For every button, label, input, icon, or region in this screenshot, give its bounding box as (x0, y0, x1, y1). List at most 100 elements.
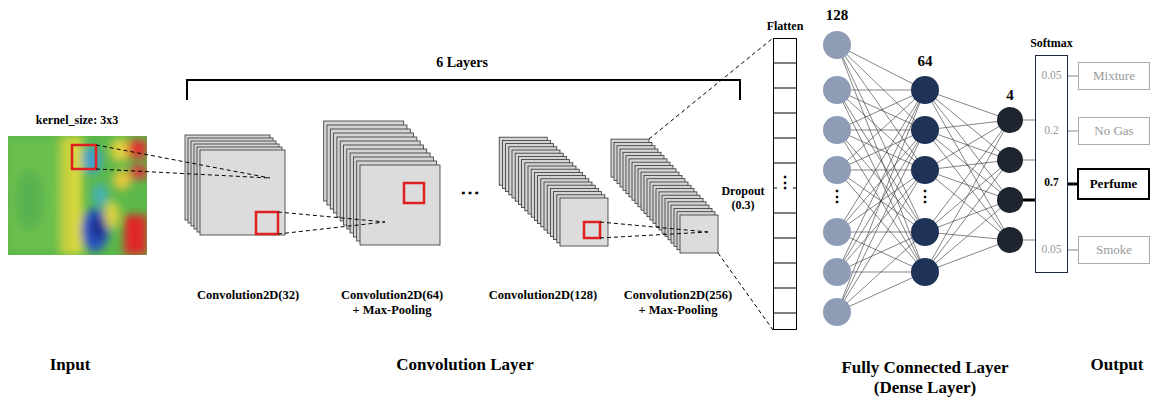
label: Convolution2D(128) (489, 288, 597, 303)
dense-link (837, 130, 925, 312)
flatten-cell (773, 138, 797, 139)
dense-link (925, 160, 1010, 272)
flatten-cell (773, 113, 797, 114)
label: ⋮ (915, 189, 935, 205)
label: 6 Layers (436, 55, 488, 72)
neuron (823, 298, 851, 326)
node-text: Smoke (1096, 242, 1132, 258)
neuron (823, 258, 851, 286)
kernel-squares (72, 145, 600, 238)
feature-map (680, 215, 718, 253)
connector (1068, 184, 1077, 185)
neuron (911, 76, 939, 104)
neuron (823, 76, 851, 104)
dense-link (837, 45, 925, 90)
neuron (997, 107, 1023, 133)
connector (1068, 131, 1078, 132)
label: Convolution Layer (396, 355, 533, 375)
neuron (823, 218, 851, 246)
dense-link (925, 130, 1010, 240)
neuron (911, 218, 939, 246)
neuron (997, 187, 1023, 213)
output-box: Perfume (1077, 168, 1150, 200)
column-box: Softmax0.050.20.70.05 (1035, 55, 1068, 273)
flatten-cells (773, 63, 797, 313)
connector (1068, 76, 1078, 77)
output-box: Mixture (1078, 62, 1150, 90)
flatten-cell (773, 63, 797, 64)
dense-link (837, 130, 925, 170)
node-text: ⋮ (777, 175, 793, 191)
label: 128 (826, 6, 849, 24)
neuron (997, 147, 1023, 173)
feature-map (200, 150, 285, 235)
flatten-cell (773, 313, 797, 314)
label: Convolution2D(256) + Max-Pooling (624, 288, 732, 318)
neuron (823, 116, 851, 144)
label: ⋯ (460, 180, 480, 204)
label: Convolution2D(32) (197, 288, 299, 303)
dense-link (837, 170, 925, 312)
label: Input (50, 355, 91, 375)
flatten-cell (773, 213, 797, 214)
dense-link (837, 45, 925, 272)
output-box: No Gas (1078, 117, 1150, 145)
flatten-cell (773, 88, 797, 89)
label: 4 (1006, 86, 1014, 104)
node-text: Mixture (1093, 68, 1135, 84)
label: Output (1091, 355, 1144, 375)
neuron (823, 31, 851, 59)
dense-link (837, 90, 925, 232)
neuron (911, 156, 939, 184)
flatten-cell (773, 163, 797, 164)
output-box: Smoke (1078, 236, 1150, 264)
column-box: Flatten⋮ (773, 38, 797, 330)
dense-link (837, 90, 925, 272)
dense-link (837, 90, 925, 232)
feature-map (360, 165, 440, 245)
neuron (911, 116, 939, 144)
node-text: 0.7 (1044, 176, 1058, 190)
dashed-guides (96, 38, 773, 330)
neuron (823, 156, 851, 184)
conv-stacks (185, 121, 718, 253)
column-heading: Softmax (1030, 36, 1073, 50)
node-text: 0.05 (1041, 69, 1061, 83)
label: ⋮ (827, 189, 847, 205)
node-text: No Gas (1094, 123, 1133, 139)
label: Convolution2D(64) + Max-Pooling (341, 288, 443, 318)
dense-link (837, 90, 925, 312)
flatten-cell (773, 263, 797, 264)
label: Fully Connected Layer (Dense Layer) (825, 358, 1025, 399)
label: 64 (918, 52, 933, 70)
connector-line (1068, 183, 1077, 186)
dense-link (837, 232, 925, 272)
heatmap-input (8, 136, 147, 255)
dense-link (837, 90, 925, 272)
connector-line (1068, 249, 1078, 250)
node-text: Perfume (1090, 176, 1138, 192)
layer-bracket (187, 80, 740, 100)
node-text: 0.05 (1041, 243, 1061, 257)
flatten-cell (773, 288, 797, 289)
dense-link (925, 90, 1010, 200)
neuron (911, 258, 939, 286)
column-heading: Flatten (767, 19, 804, 33)
connector-line (1068, 130, 1078, 131)
flatten-cell (773, 238, 797, 239)
connector (1068, 250, 1078, 251)
dense-link (925, 120, 1010, 232)
dense-link (837, 272, 925, 312)
label: kernel_size: 3x3 (36, 113, 118, 127)
dense-mesh (823, 31, 1035, 326)
node-text: 0.2 (1044, 124, 1058, 138)
neuron (997, 227, 1023, 253)
dense-link (925, 120, 1010, 272)
label: Dropout (0.3) (721, 184, 764, 213)
dense-link (837, 232, 925, 272)
connector-line (1068, 75, 1078, 76)
dense-link (837, 130, 925, 170)
